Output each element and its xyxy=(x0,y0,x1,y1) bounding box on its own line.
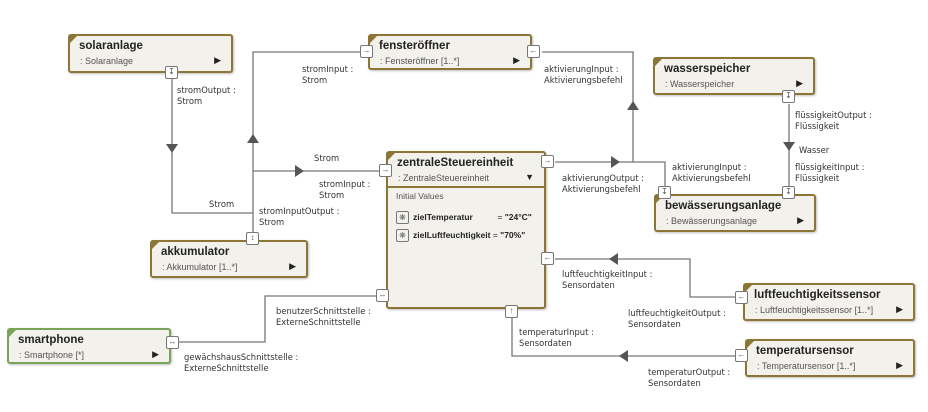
part-name: akkumulator xyxy=(161,246,230,258)
flow-label: Wasser xyxy=(799,145,830,155)
connector-aktivierung-bewaesserung xyxy=(633,161,666,188)
flow-arrow-down xyxy=(783,142,795,151)
part-solaranlage[interactable]: solaranlage : Solaranlage ▶ xyxy=(68,34,233,73)
part-name: solaranlage xyxy=(79,40,143,52)
part-name: fensteröffner xyxy=(379,40,450,52)
triangle-right-icon[interactable]: ▶ xyxy=(152,349,159,359)
flow-arrow-right xyxy=(295,165,304,177)
port-label: stromInput :Strom xyxy=(302,64,354,85)
corner-marker xyxy=(387,152,396,161)
port-aktivierung-input[interactable]: ← xyxy=(527,45,540,58)
port-label: temperaturInput :Sensordaten xyxy=(519,327,594,348)
flow-arrow-up xyxy=(247,134,259,143)
part-akkumulator[interactable]: akkumulator : Akkumulator [1..*] ▶ xyxy=(150,240,308,278)
initial-value-row[interactable]: ❋zielTemperatur = "24°C" xyxy=(396,211,532,224)
corner-marker xyxy=(151,241,160,250)
part-bewaesserungsanlage[interactable]: bewässerungsanlage : Bewässerungsanlage … xyxy=(654,194,816,232)
triangle-down-icon[interactable]: ▼ xyxy=(525,172,534,182)
part-type: : Wasserspeicher xyxy=(665,79,735,89)
compartment-divider xyxy=(388,186,544,188)
port-label: aktivierungInput :Aktivierungsbefehl xyxy=(544,64,623,85)
connector-strom-trunk xyxy=(252,51,360,232)
part-zentrale-steuereinheit[interactable]: zentraleSteuereinheit : ZentraleSteuerei… xyxy=(386,151,546,309)
triangle-right-icon[interactable]: ▶ xyxy=(896,360,903,370)
port-luftfeuchtigkeit-output[interactable]: ← xyxy=(735,291,748,304)
port-label: luftfeuchtigkeitOutput :Sensordaten xyxy=(628,308,726,329)
port-luftfeuchtigkeit-input[interactable]: ← xyxy=(541,252,554,265)
triangle-right-icon[interactable]: ▶ xyxy=(289,261,296,271)
port-label: flüssigkeitInput :Flüssigkeit xyxy=(795,162,865,183)
part-name: luftfeuchtigkeitssensor xyxy=(754,289,881,301)
corner-marker xyxy=(746,340,755,349)
port-label: luftfeuchtigkeitInput :Sensordaten xyxy=(562,269,653,290)
connector-temperatur xyxy=(511,318,735,357)
flow-arrow-up xyxy=(627,101,639,110)
corner-marker xyxy=(8,329,17,338)
port-label: stromOutput :Strom xyxy=(177,85,236,106)
part-fensteroeffner[interactable]: fensteröffner : Fensteröffner [1..*] ▶ xyxy=(368,34,532,70)
corner-marker xyxy=(744,284,753,293)
triangle-right-icon[interactable]: ▶ xyxy=(513,55,520,65)
port-benutzer-schnittstelle[interactable]: ↔ xyxy=(376,289,389,302)
corner-marker xyxy=(654,58,663,67)
part-type: : Akkumulator [1..*] xyxy=(162,262,238,272)
part-type: : Bewässerungsanlage xyxy=(666,216,758,226)
part-smartphone[interactable]: smartphone : Smartphone [*] ▶ xyxy=(7,328,171,364)
port-label: stromInputOutput :Strom xyxy=(259,206,340,227)
initial-values-heading: Initial Values xyxy=(396,191,444,201)
part-wasserspeicher[interactable]: wasserspeicher : Wasserspeicher ▶ xyxy=(653,57,815,95)
connector-luftfeuchtigkeit xyxy=(555,258,735,298)
part-type: : Luftfeuchtigkeitssensor [1..*] xyxy=(755,305,874,315)
value-property-icon: ❋ xyxy=(396,229,409,242)
port-temperatur-output[interactable]: ← xyxy=(735,349,748,362)
port-aktivierung-input[interactable]: ↧ xyxy=(658,186,671,199)
part-type: : Smartphone [*] xyxy=(19,350,85,360)
flow-arrow-down xyxy=(166,144,178,153)
port-label: benutzerSchnittstelle :ExterneSchnittste… xyxy=(276,306,371,327)
part-name: smartphone xyxy=(18,334,84,346)
port-label: temperaturOutput :Sensordaten xyxy=(648,367,731,388)
triangle-right-icon[interactable]: ▶ xyxy=(896,304,903,314)
flow-arrow-right xyxy=(611,156,620,168)
flow-label: Strom xyxy=(314,153,340,163)
connector-strom-solar xyxy=(171,79,253,214)
triangle-right-icon[interactable]: ▶ xyxy=(796,78,803,88)
port-label: aktivierungOutput :Aktivierungsbefehl xyxy=(562,173,644,194)
initial-value-row[interactable]: ❋zielLuftfeuchtigkeit = "70%" xyxy=(396,229,525,242)
triangle-right-icon[interactable]: ▶ xyxy=(214,55,221,65)
part-type: : Fensteröffner [1..*] xyxy=(380,56,460,66)
port-label: stromInput :Strom xyxy=(319,179,371,200)
port-aktivierung-output[interactable]: → xyxy=(541,155,554,168)
port-strom-input[interactable]: → xyxy=(379,164,392,177)
port-strom-input-output[interactable]: ↕ xyxy=(246,232,259,245)
port-strom-output[interactable]: ↧ xyxy=(165,66,178,79)
part-type: : ZentraleSteuereinheit xyxy=(398,173,490,183)
part-type: : Solaranlage xyxy=(80,56,134,66)
triangle-right-icon[interactable]: ▶ xyxy=(797,215,804,225)
port-fluessigkeit-input[interactable]: ↧ xyxy=(782,186,795,199)
port-label: aktivierungInput :Aktivierungsbefehl xyxy=(672,162,751,183)
part-name: wasserspeicher xyxy=(664,63,751,75)
port-temperatur-input[interactable]: ↑ xyxy=(505,305,518,318)
part-name: temperatursensor xyxy=(756,345,854,357)
connector-schnittstelle xyxy=(178,295,376,343)
flow-arrow-left xyxy=(609,253,618,265)
flow-label: Strom xyxy=(209,199,235,209)
port-fluessigkeit-output[interactable]: ↧ xyxy=(782,90,795,103)
part-type: : Temperatursensor [1..*] xyxy=(757,361,856,371)
part-name: zentraleSteuereinheit xyxy=(397,157,514,169)
flow-arrow-left xyxy=(619,350,628,362)
port-strom-input[interactable]: → xyxy=(360,45,373,58)
part-luftfeuchtigkeitssensor[interactable]: luftfeuchtigkeitssensor : Luftfeuchtigke… xyxy=(743,283,915,321)
port-gewaechshaus-schnittstelle[interactable]: ↔ xyxy=(166,336,179,349)
corner-marker xyxy=(69,35,78,44)
value-property-icon: ❋ xyxy=(396,211,409,224)
corner-marker xyxy=(369,35,378,44)
part-name: bewässerungsanlage xyxy=(665,200,782,212)
part-temperatursensor[interactable]: temperatursensor : Temperatursensor [1..… xyxy=(745,339,915,377)
port-label: gewächshausSchnittstelle :ExterneSchnitt… xyxy=(184,352,299,373)
port-label: flüssigkeitOutput :Flüssigkeit xyxy=(795,110,872,131)
corner-marker xyxy=(655,195,664,204)
